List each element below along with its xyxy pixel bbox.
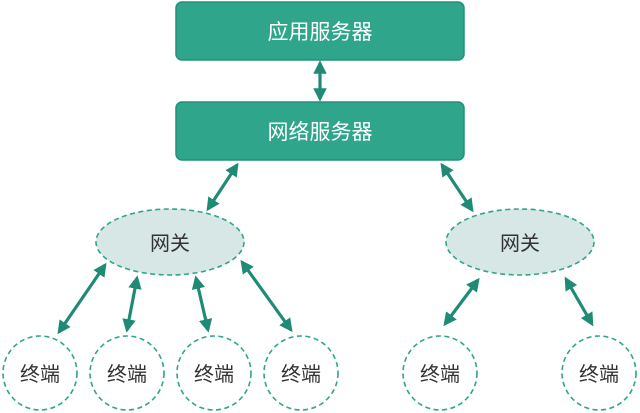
- terminal-node: 终端: [2, 335, 78, 411]
- terminal-label: 终端: [420, 362, 460, 386]
- gateway-node: 网关: [95, 208, 245, 276]
- terminal-node: 终端: [263, 335, 339, 411]
- connector-gateway2-terminal-5: [443, 277, 480, 327]
- network-server-label: 网络服务器: [268, 120, 373, 144]
- app-server-label: 应用服务器: [268, 20, 373, 44]
- terminal-label: 终端: [107, 362, 147, 386]
- connector-gateway1-terminal-1: [57, 262, 107, 335]
- terminal-label: 终端: [281, 362, 321, 386]
- network-server-node: 网络服务器: [175, 101, 465, 161]
- terminal-node: 终端: [402, 335, 478, 411]
- connector-gateway1-terminal-3: [191, 275, 213, 333]
- connector-network-gateway-1: [206, 162, 239, 212]
- gateway-label: 网关: [500, 231, 540, 255]
- terminal-node: 终端: [561, 335, 637, 411]
- terminal-label: 终端: [20, 362, 60, 386]
- connector-gateway1-terminal-2: [122, 275, 142, 333]
- terminal-node: 终端: [89, 335, 165, 411]
- connectors: [57, 60, 594, 335]
- app-server-node: 应用服务器: [175, 1, 465, 61]
- terminal-label: 终端: [194, 362, 234, 386]
- gateway-label: 网关: [150, 231, 190, 255]
- connector-network-gateway-2: [440, 162, 474, 213]
- terminal-label: 终端: [579, 362, 619, 386]
- connector-gateway1-terminal-4: [240, 259, 293, 333]
- terminal-node: 终端: [176, 335, 252, 411]
- connector-gateway2-terminal-6: [564, 276, 594, 327]
- gateway-node: 网关: [445, 208, 595, 276]
